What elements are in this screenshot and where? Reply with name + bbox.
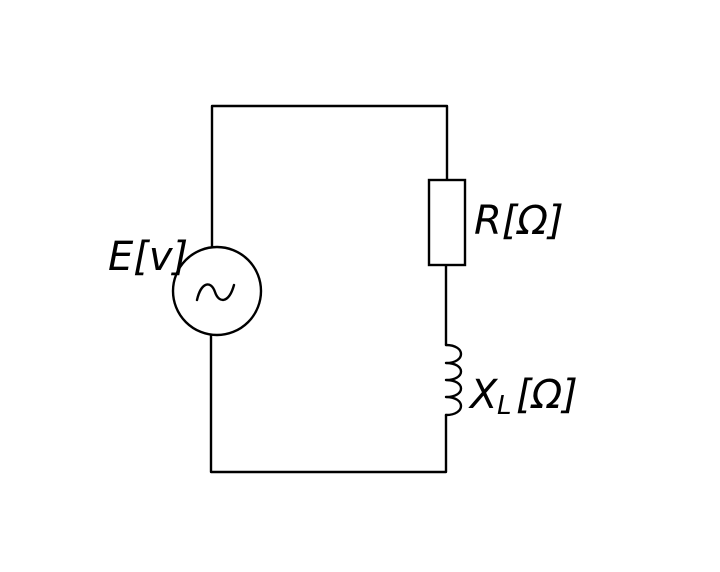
inductor bbox=[444, 343, 463, 417]
resistor bbox=[427, 178, 467, 267]
wire-left-top bbox=[210, 104, 449, 250]
inductor-coil bbox=[444, 343, 463, 417]
resistor-body bbox=[427, 178, 467, 267]
inductor-label-unit: [Ω] bbox=[516, 372, 578, 418]
inductor-label-sub: L bbox=[497, 391, 512, 421]
ac-voltage-source bbox=[171, 245, 263, 337]
source-label: E[v] bbox=[108, 234, 188, 280]
source-circle bbox=[171, 245, 263, 337]
inductor-label: X L [Ω] bbox=[468, 372, 578, 421]
inductor-label-main: X bbox=[468, 372, 499, 418]
resistor-label: R[Ω] bbox=[474, 198, 564, 244]
wires bbox=[209, 104, 449, 474]
wire-bottom bbox=[209, 333, 448, 474]
sine-wave-icon bbox=[195, 283, 236, 302]
